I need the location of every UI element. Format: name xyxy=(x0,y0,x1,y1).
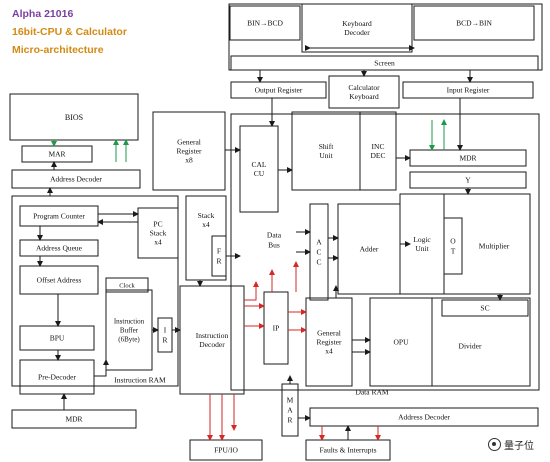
bin-bcd-block xyxy=(229,5,301,41)
cal-cu-block xyxy=(239,125,279,213)
ir-block xyxy=(157,317,173,353)
title-alpha: Alpha 21016 xyxy=(12,8,74,20)
clock-block xyxy=(105,277,149,293)
stack-x4-block xyxy=(185,195,227,281)
red-right-1 xyxy=(244,281,259,301)
bios-block-label: BIOS xyxy=(65,113,83,122)
bios-block xyxy=(9,93,139,141)
instruction-decoder-block xyxy=(179,285,245,395)
bin-bcd-block-label: BIN→BCD xyxy=(247,19,283,28)
data-ram-frame xyxy=(230,113,540,391)
program-counter-block xyxy=(19,205,99,227)
adder-block-label: Adder xyxy=(360,245,379,254)
mdr-bottom-block-label: MDR xyxy=(65,415,82,424)
instruction-ram-frame xyxy=(11,195,179,387)
ip-block-label: IP xyxy=(273,324,280,333)
watermark: 量子位 xyxy=(488,437,534,452)
bpu-block-label: BPU xyxy=(50,334,65,343)
mar-top-block-label: MAR xyxy=(48,150,65,159)
address-queue-block-label: Address Queue xyxy=(36,244,83,253)
watermark-text: 量子位 xyxy=(504,441,534,452)
screen-block xyxy=(230,55,539,71)
multiplier-block-label: Multiplier xyxy=(479,242,510,251)
clock-block-label: Clock xyxy=(119,282,135,289)
offset-address-block-label: Offset Address xyxy=(37,276,82,285)
fpu-io-block-label: FPU/IO xyxy=(214,446,238,455)
mdr-bottom-block xyxy=(11,409,137,429)
pre-decoder-block-label: Pre-Decoder xyxy=(38,373,76,382)
ot-block xyxy=(443,217,463,275)
input-register-block-label: Input Register xyxy=(447,86,490,95)
output-register-block-label: Output Register xyxy=(255,86,303,95)
address-decoder-top-block xyxy=(11,169,141,189)
mar-top-block xyxy=(21,145,93,163)
instruction-ram-label: Instruction RAM xyxy=(114,376,166,385)
address-decoder-bottom-block-label: Address Decoder xyxy=(398,413,450,422)
opu-block-label: OPU xyxy=(393,338,409,347)
screen-block-label: Screen xyxy=(374,59,395,68)
pc-stack-block xyxy=(137,207,179,259)
output-register-block xyxy=(230,81,327,99)
keyboard-decoder-block xyxy=(301,3,413,53)
sc-block-label: SC xyxy=(480,304,489,313)
address-queue-block xyxy=(19,239,99,257)
divider-block xyxy=(431,297,531,387)
address-decoder-top-block-label: Address Decoder xyxy=(50,175,102,184)
subtitle-cpu-calculator: 16bit-CPU & Calculator xyxy=(12,26,127,38)
fpu-io-block xyxy=(189,439,263,461)
wechat-logo-icon xyxy=(488,438,501,451)
divider-block-label: Divider xyxy=(459,342,482,351)
bcd-bin-block xyxy=(413,5,535,41)
faults-interrupts-block-label: Faults & Interrupts xyxy=(319,446,376,455)
data-ram-label: Data RAM xyxy=(355,388,388,397)
mdr-right-block-label: MDR xyxy=(459,154,476,163)
sc-block xyxy=(441,299,529,317)
general-register-x4-block xyxy=(305,297,353,387)
bcd-bin-block-label: BCD→BIN xyxy=(456,19,492,28)
general-register-x8-block xyxy=(152,111,226,191)
offset-address-block xyxy=(19,265,99,295)
subtitle-micro-architecture: Micro-architecture xyxy=(12,44,104,56)
program-counter-block-label: Program Counter xyxy=(33,212,85,221)
y-block-label: Y xyxy=(465,176,471,185)
inc-dec-block xyxy=(359,111,397,191)
pre-to-buffer xyxy=(94,359,109,377)
